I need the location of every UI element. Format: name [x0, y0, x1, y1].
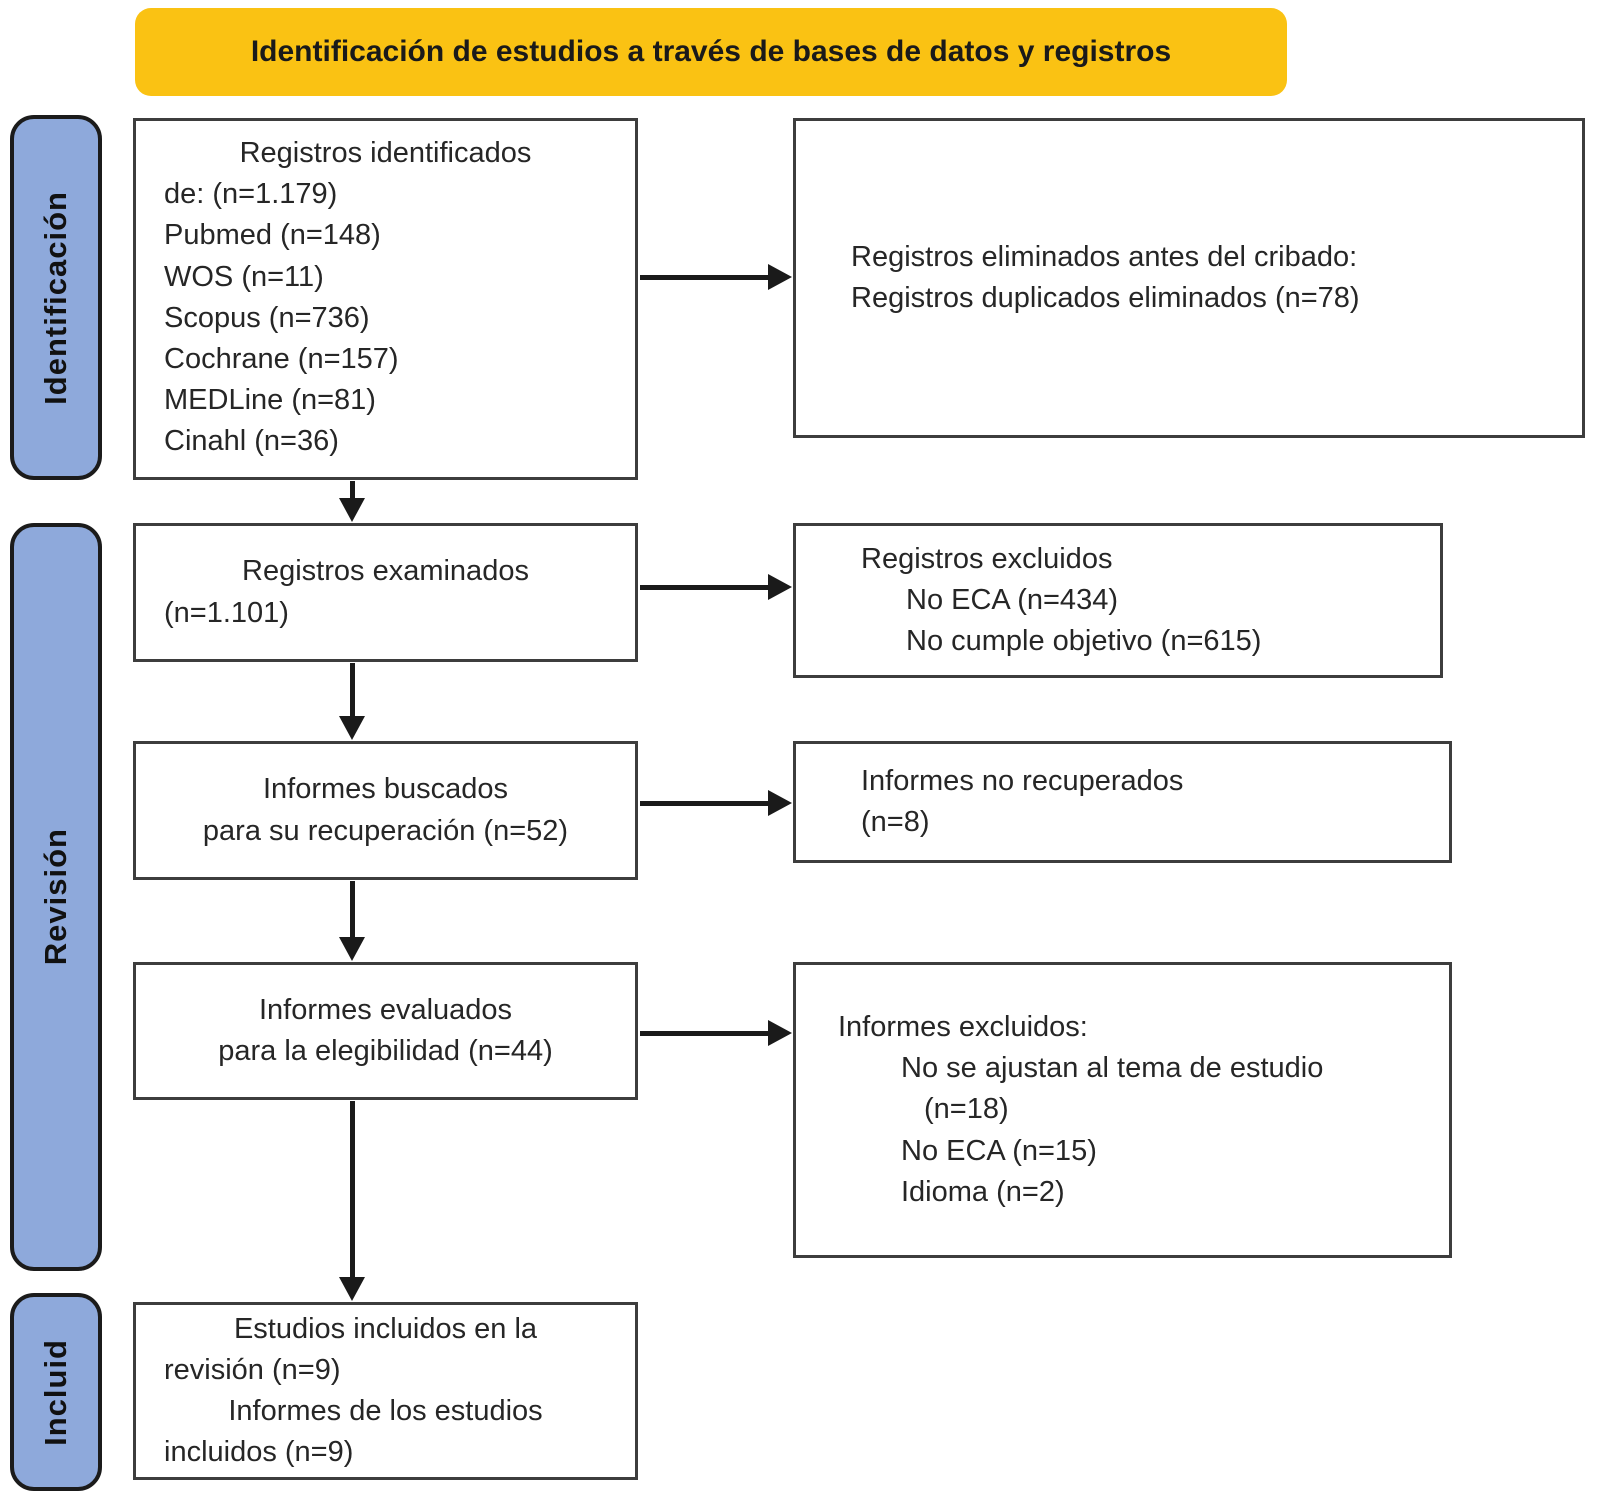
- box-line: Pubmed (n=148): [164, 219, 381, 252]
- arrow-sought-to-assessed: [339, 881, 365, 961]
- arrow-assessed-to-reports-excluded: [640, 1020, 792, 1046]
- box-line: (n=8): [861, 806, 930, 838]
- box-records-excluded: Registros excluidos No ECA (n=434) No cu…: [793, 523, 1443, 678]
- arrow-shaft: [640, 801, 772, 806]
- stage-label-identification: Identificación: [10, 115, 102, 480]
- box-line: Registros excluidos: [861, 542, 1113, 575]
- arrow-sought-to-not-retrieved: [640, 790, 792, 816]
- box-line: Cochrane (n=157): [164, 342, 399, 375]
- arrow-shaft: [640, 275, 772, 280]
- box-line: Estudios incluidos en la: [233, 1312, 538, 1345]
- arrow-head-icon: [768, 264, 792, 290]
- arrow-head-icon: [768, 790, 792, 816]
- arrow-shaft: [640, 585, 772, 590]
- stage-label-included: Incluid: [10, 1293, 102, 1491]
- box-line: No cumple objetivo (n=615): [906, 625, 1262, 658]
- box-studies-included: Estudios incluidos en la revisión (n=9) …: [133, 1302, 638, 1480]
- arrow-shaft: [350, 881, 355, 943]
- box-records-removed: Registros eliminados antes del cribado: …: [793, 118, 1585, 438]
- box-line: Informes de los estudios: [228, 1395, 543, 1427]
- stage-label-text: Incluid: [38, 1338, 73, 1446]
- diagram-title-banner: Identificación de estudios a través de b…: [135, 8, 1287, 96]
- box-line: Registros duplicados eliminados (n=78): [851, 282, 1360, 314]
- box-line: Registros identificados: [239, 137, 532, 169]
- box-line: (n=1.101): [164, 596, 289, 629]
- box-line: Informes excluidos:: [838, 1011, 1088, 1044]
- stage-label-screening: Revisión: [10, 523, 102, 1271]
- stage-label-text: Revisión: [38, 828, 73, 966]
- arrow-shaft: [350, 481, 355, 504]
- arrow-head-icon: [339, 1277, 365, 1301]
- box-line: Informes no recuperados: [861, 764, 1184, 797]
- arrow-head-icon: [339, 937, 365, 961]
- box-line: de: (n=1.179): [164, 178, 338, 211]
- box-line: (n=18): [924, 1093, 1009, 1126]
- arrow-assessed-to-included: [339, 1101, 365, 1301]
- arrow-identified-to-removed: [640, 264, 792, 290]
- diagram-title: Identificación de estudios a través de b…: [250, 35, 1172, 68]
- box-line: Informes evaluados: [258, 993, 513, 1026]
- arrow-head-icon: [339, 716, 365, 740]
- box-line: No se ajustan al tema de estudio: [901, 1052, 1324, 1085]
- arrow-screened-to-sought: [339, 663, 365, 740]
- box-line: para la elegibilidad (n=44): [218, 1035, 553, 1067]
- box-line: incluidos (n=9): [164, 1436, 354, 1469]
- arrow-shaft: [350, 663, 355, 722]
- box-records-screened: Registros examinados (n=1.101): [133, 523, 638, 662]
- arrow-shaft: [640, 1031, 772, 1036]
- arrow-head-icon: [339, 498, 365, 522]
- box-line: Informes buscados: [262, 773, 508, 806]
- box-line: Idioma (n=2): [901, 1175, 1065, 1208]
- box-line: No ECA (n=434): [906, 583, 1118, 616]
- box-line: Cinahl (n=36): [164, 425, 339, 458]
- arrow-identified-to-screened: [339, 481, 365, 522]
- box-line: No ECA (n=15): [901, 1134, 1097, 1167]
- box-reports-assessed: Informes evaluados para la elegibilidad …: [133, 962, 638, 1100]
- box-reports-sought: Informes buscados para su recuperación (…: [133, 741, 638, 880]
- box-line: Registros eliminados antes del cribado:: [851, 240, 1358, 273]
- arrow-head-icon: [768, 574, 792, 600]
- box-line: Registros examinados: [242, 555, 529, 588]
- arrow-head-icon: [768, 1020, 792, 1046]
- box-line: Scopus (n=736): [164, 301, 370, 334]
- box-records-identified: Registros identificados de: (n=1.179) Pu…: [133, 118, 638, 480]
- box-reports-not-retrieved: Informes no recuperados (n=8): [793, 741, 1452, 863]
- box-reports-excluded: Informes excluidos: No se ajustan al tem…: [793, 962, 1452, 1258]
- arrow-shaft: [350, 1101, 355, 1283]
- box-line: revisión (n=9): [164, 1353, 341, 1386]
- box-line: para su recuperación (n=52): [202, 814, 569, 847]
- box-line: WOS (n=11): [164, 260, 324, 293]
- box-line: MEDLine (n=81): [164, 384, 376, 417]
- stage-label-text: Identificación: [38, 190, 73, 405]
- arrow-screened-to-excluded: [640, 574, 792, 600]
